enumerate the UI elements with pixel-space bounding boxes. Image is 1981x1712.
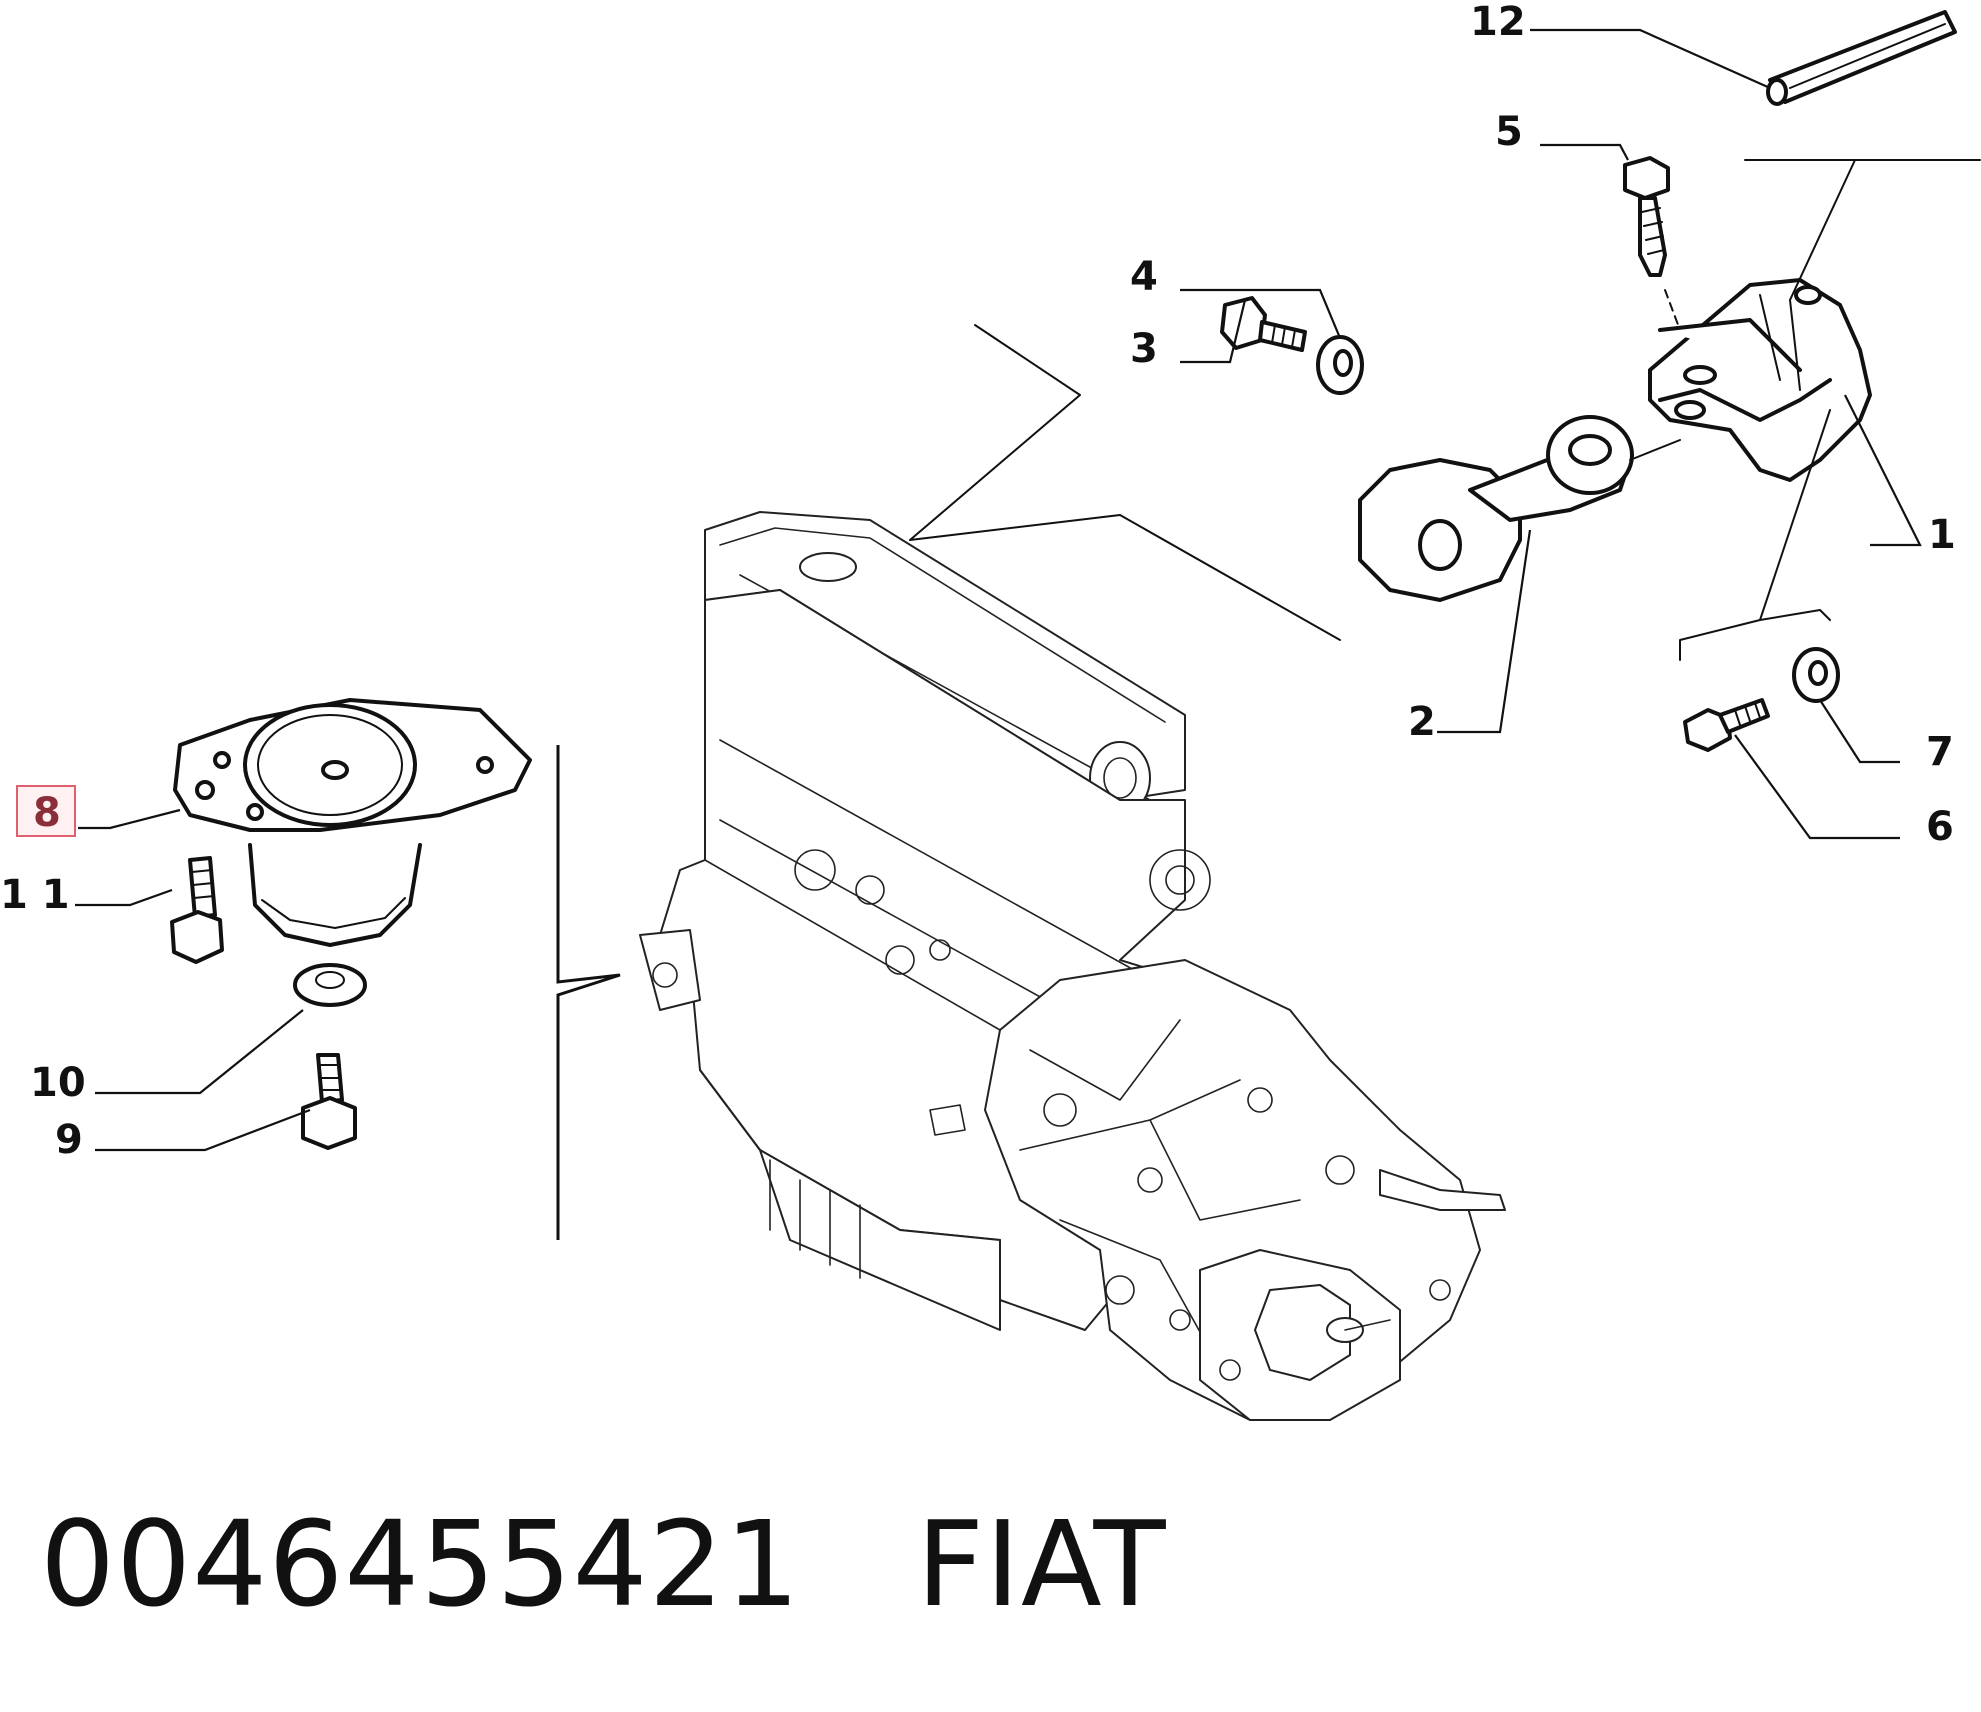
part-4-washer: [1316, 335, 1364, 395]
callout-numbers: 12 5 4 3 1 2 7 6 1 1 10 9: [0, 0, 1956, 1163]
part-caption: 0046455421 FIAT: [40, 1495, 1167, 1633]
callout-leaders: [75, 28, 1922, 1152]
part-8-engine-mount: [173, 698, 532, 947]
part-10-washer: [293, 963, 367, 1007]
part-7-washer: [1792, 647, 1840, 703]
engine-assembly-drawing: [639, 511, 1506, 1421]
callout-3: 3: [1130, 326, 1158, 372]
brand-name: FIAT: [916, 1495, 1167, 1633]
callout-1: 1: [1928, 512, 1956, 558]
assembly-leader-lines-right: [909, 159, 1981, 661]
callout-9: 9: [55, 1117, 83, 1163]
part-12-rod: [1766, 10, 1957, 106]
callout-10: 10: [30, 1060, 86, 1106]
part-11-stud: [170, 856, 224, 964]
callout-5: 5: [1495, 109, 1523, 155]
part-5-bolt: [1623, 156, 1681, 331]
callout-4: 4: [1130, 254, 1158, 300]
part-3-bolt: [1220, 296, 1307, 352]
part-number: 0046455421: [40, 1495, 801, 1633]
highlight-box: [16, 785, 76, 837]
callout-8-highlight: 8: [16, 785, 76, 837]
callout-2: 2: [1408, 699, 1436, 745]
part-2-torque-rod: [1358, 415, 1681, 602]
assembly-bracket-left: [556, 745, 621, 1240]
callout-6: 6: [1926, 804, 1954, 850]
part-9-bolt: [301, 1053, 357, 1150]
callout-11: 1 1: [0, 872, 70, 918]
part-6-bolt: [1683, 698, 1770, 752]
callout-12: 12: [1470, 0, 1526, 45]
part-1-bracket: [1648, 278, 1872, 482]
callout-8: 8: [33, 790, 61, 836]
callout-7: 7: [1926, 729, 1954, 775]
